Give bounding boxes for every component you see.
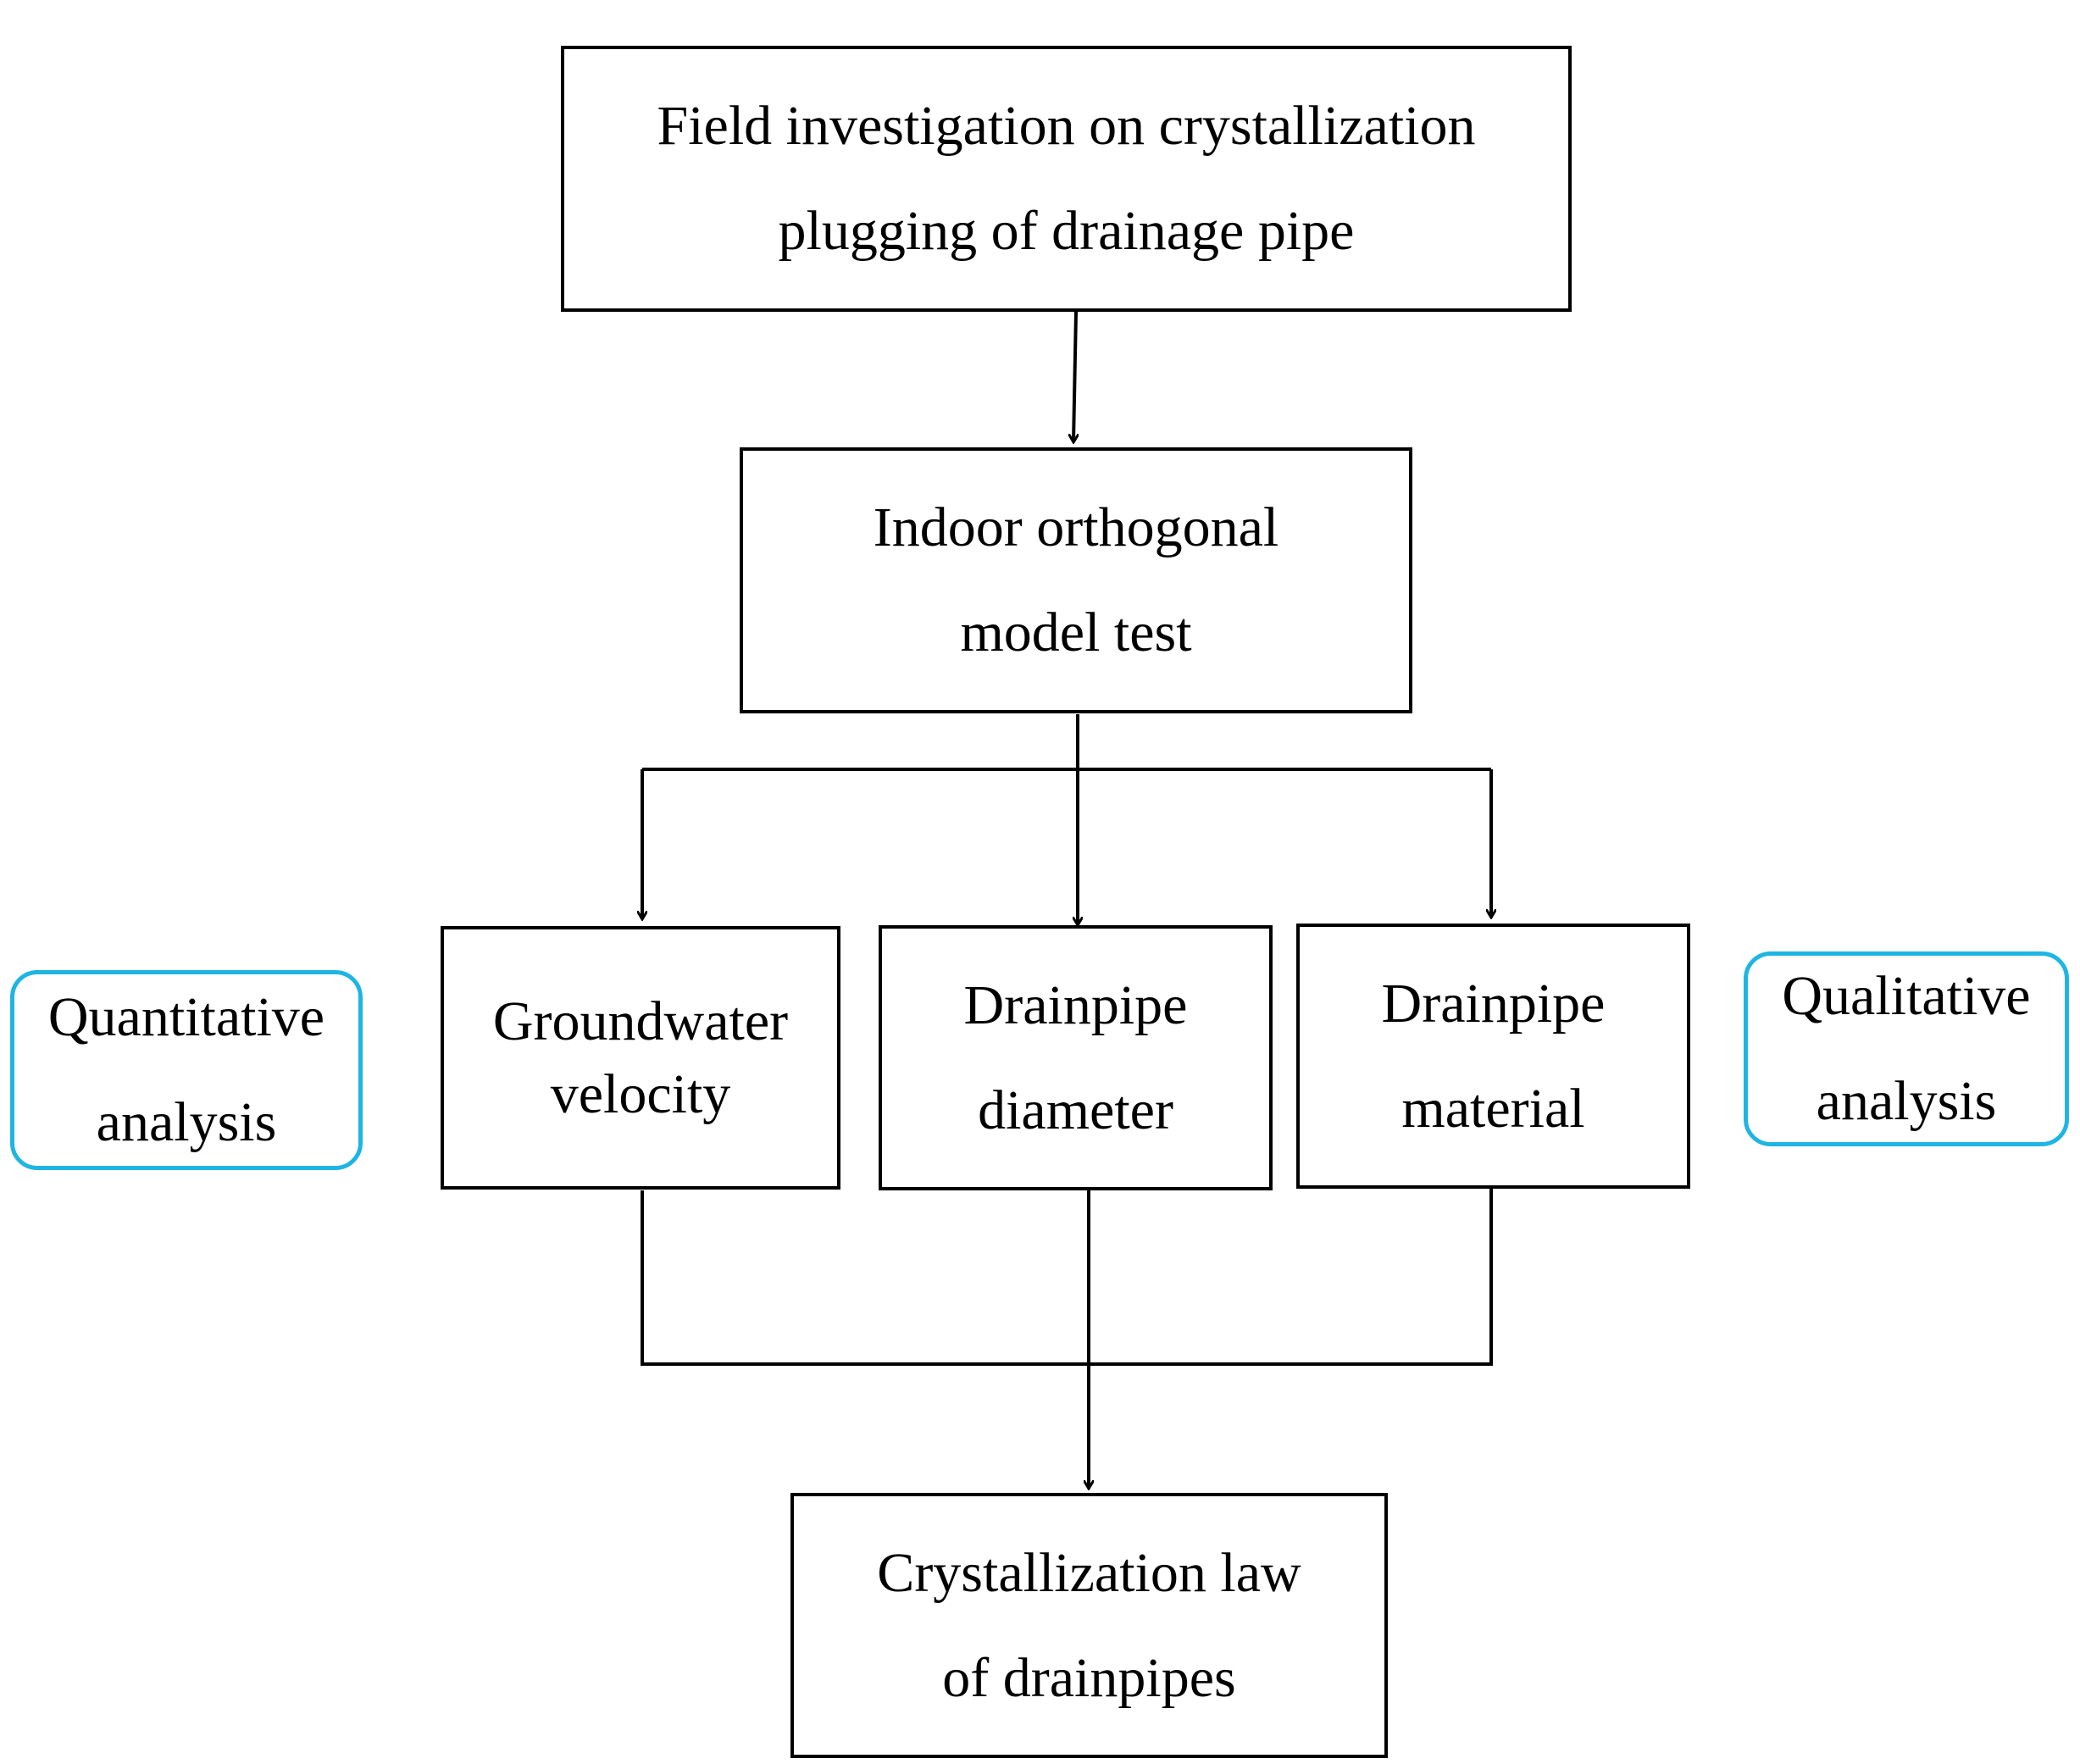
- box-crystallization-law-line2: of drainpipes: [942, 1646, 1236, 1709]
- box-orthogonal-test-line2: model test: [960, 602, 1192, 663]
- box-drainpipe-diameter-line2: diameter: [978, 1079, 1173, 1141]
- label-quantitative-analysis-line2: analysis: [96, 1091, 277, 1153]
- box-drainpipe-material-line2: material: [1401, 1077, 1585, 1140]
- box-drainpipe-diameter: Drainpipe diameter: [879, 925, 1273, 1190]
- label-quantitative-analysis: Quantitative analysis: [10, 970, 363, 1170]
- box-groundwater-velocity-line1: Groundwater: [492, 990, 789, 1052]
- box-orthogonal-test-line1: Indoor orthogonal: [873, 496, 1279, 558]
- box-drainpipe-material: Drainpipe material: [1296, 924, 1690, 1189]
- label-qualitative-analysis: Qualitative analysis: [1744, 951, 2069, 1146]
- box-orthogonal-test: Indoor orthogonal model test: [740, 447, 1412, 713]
- box-drainpipe-material-line1: Drainpipe: [1381, 972, 1606, 1035]
- box-drainpipe-diameter-line1: Drainpipe: [963, 974, 1188, 1036]
- box-crystallization-law: Crystallization law of drainpipes: [790, 1493, 1388, 1758]
- edge-field-to-orthogonal: [1073, 311, 1076, 442]
- box-field-investigation-line2: plugging of drainage pipe: [778, 200, 1355, 262]
- label-qualitative-analysis-line1: Qualitative: [1782, 965, 2031, 1027]
- label-quantitative-analysis-line1: Quantitative: [47, 986, 325, 1048]
- label-qualitative-analysis-line2: analysis: [1816, 1070, 1997, 1132]
- box-groundwater-velocity-line2: velocity: [550, 1062, 731, 1125]
- box-field-investigation: Field investigation on crystallization p…: [561, 46, 1572, 312]
- box-crystallization-law-line1: Crystallization law: [877, 1541, 1301, 1604]
- box-groundwater-velocity: Groundwater velocity: [441, 926, 840, 1190]
- box-field-investigation-line1: Field investigation on crystallization: [657, 95, 1476, 157]
